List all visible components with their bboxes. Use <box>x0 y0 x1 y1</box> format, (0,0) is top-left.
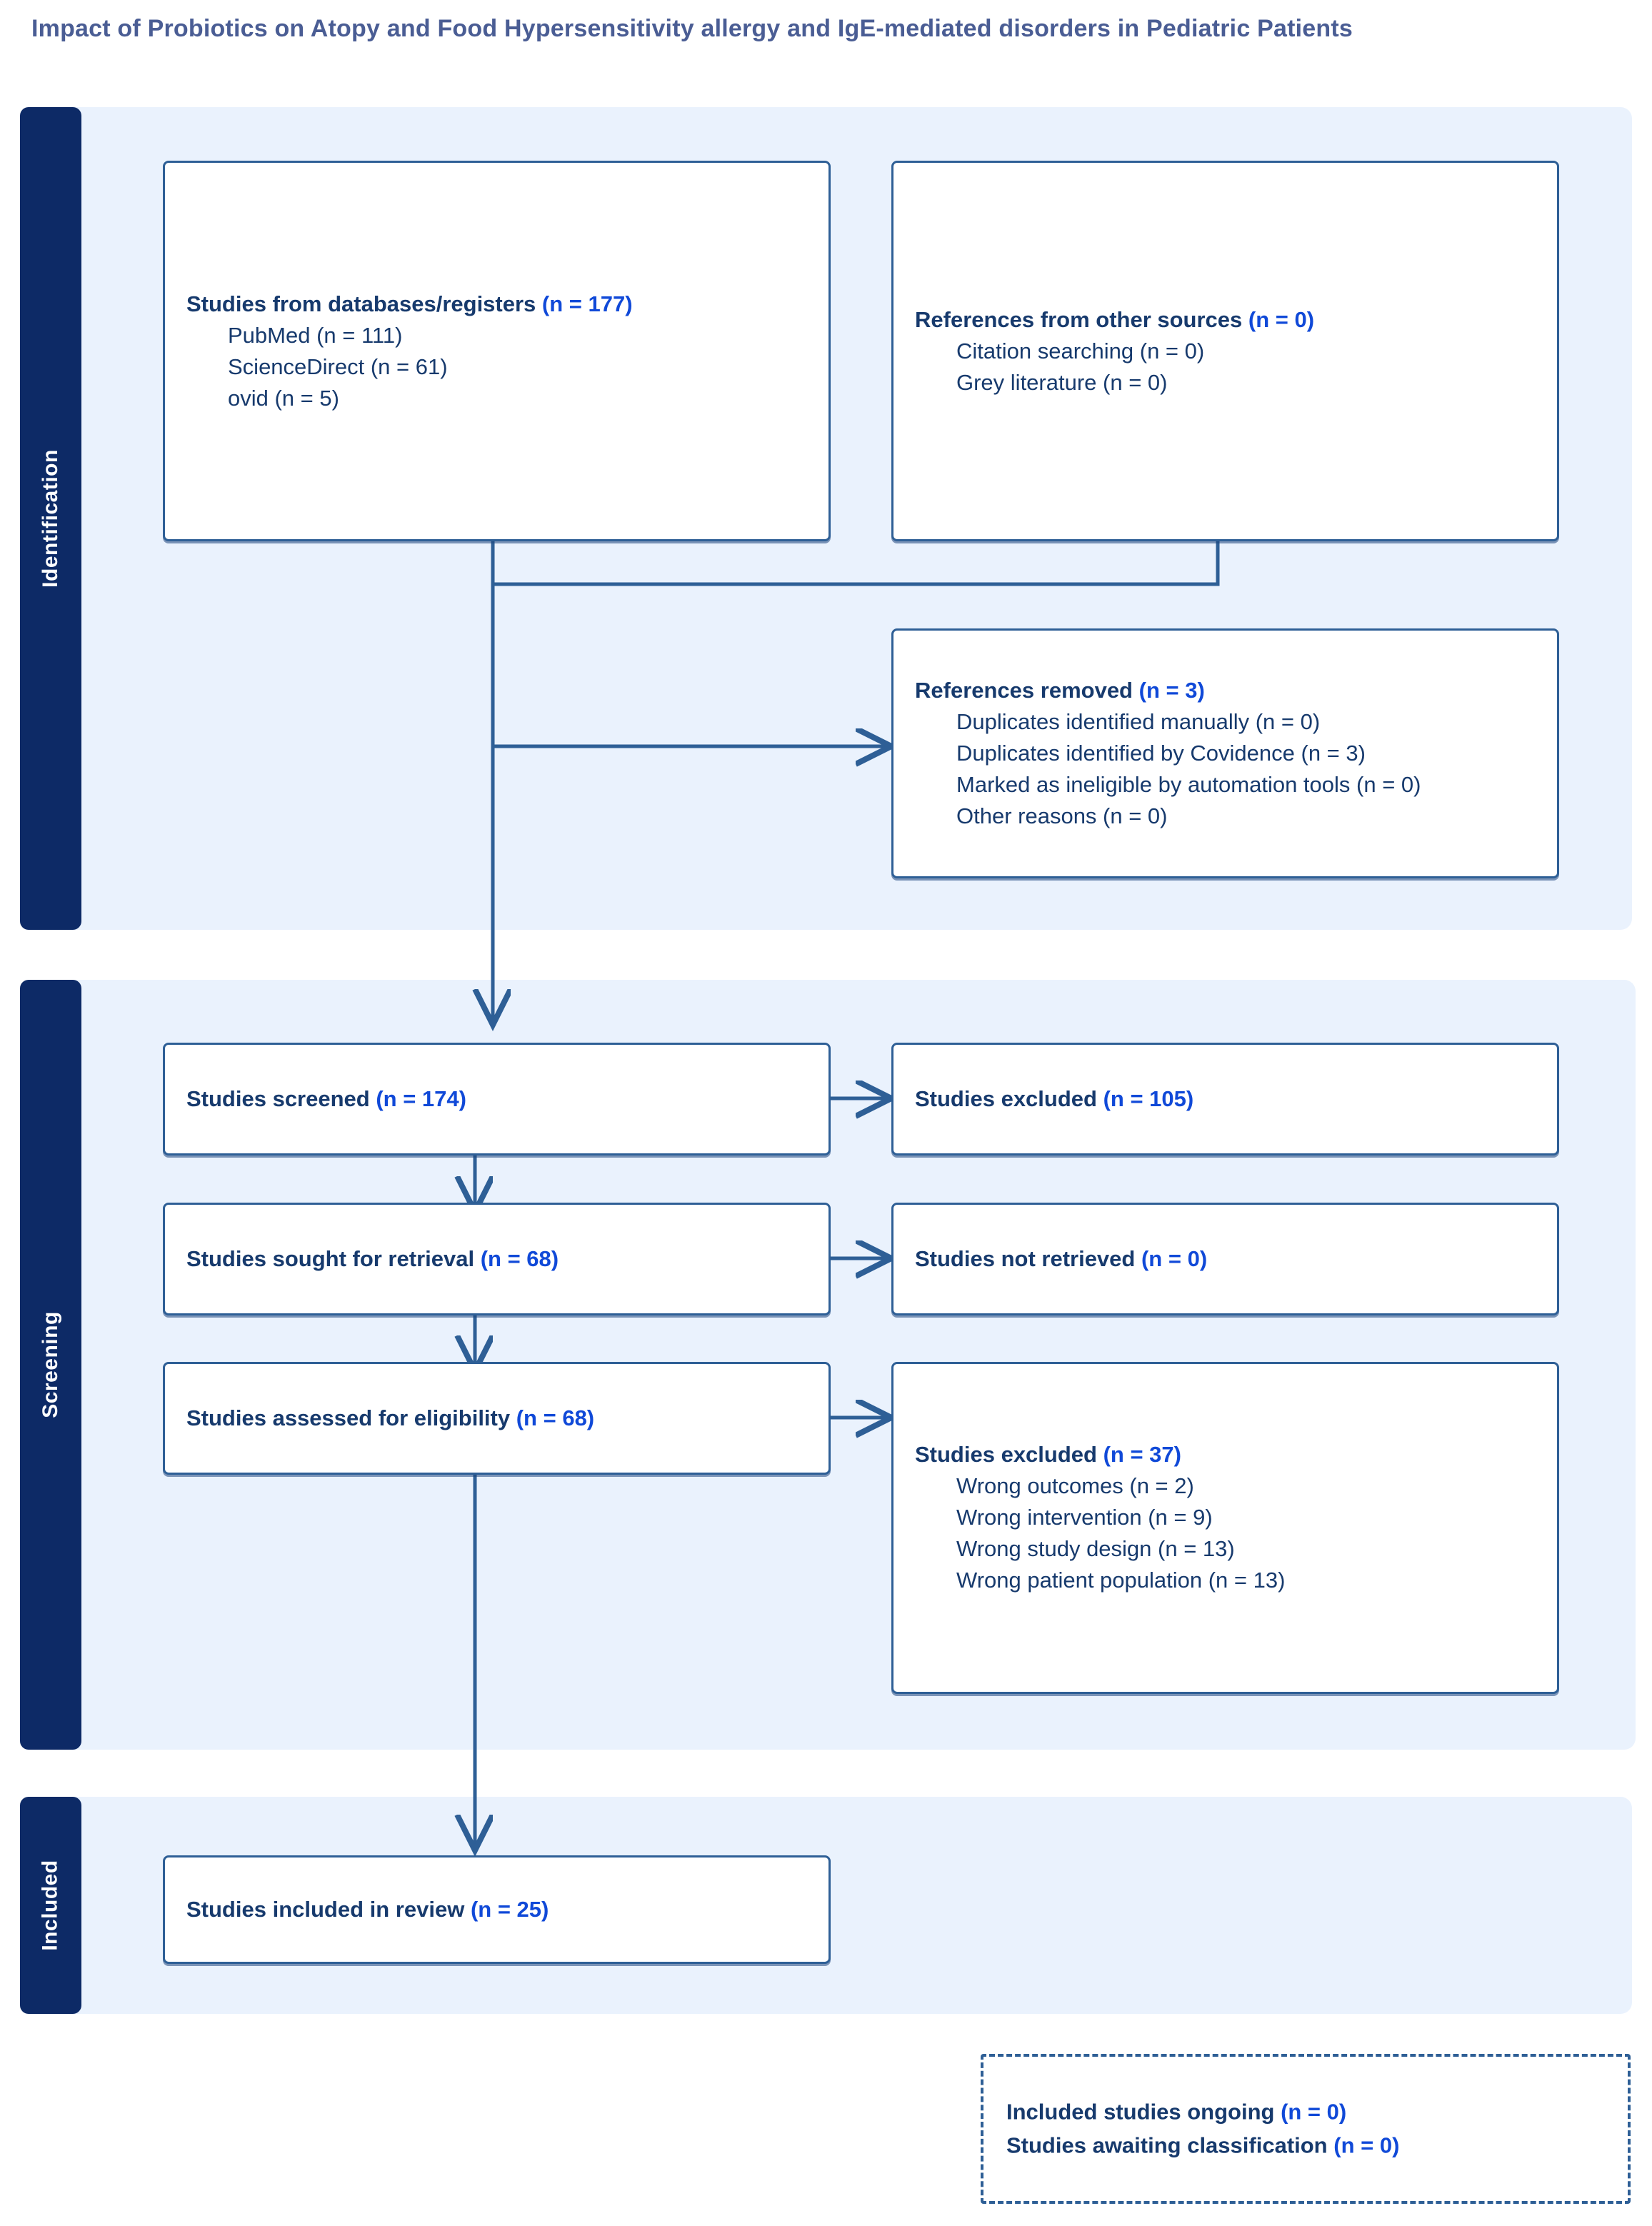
box-studies-included-review-heading: Studies included in review <box>186 1896 465 1922</box>
box-studies-excluded-eligibility[interactable]: Studies excluded (n = 37) Wrong outcomes… <box>891 1362 1559 1694</box>
box-other-sources-item-0: Citation searching (n = 0) <box>956 338 1205 364</box>
box-databases-registers-item-1: ScienceDirect (n = 61) <box>228 354 448 379</box>
box-ongoing-awaiting-content: Included studies ongoing (n = 0) Studies… <box>1006 2096 1615 2162</box>
box-databases-registers-content: Studies from databases/registers (n = 17… <box>186 288 816 413</box>
box-studies-excluded-eligibility-item-3: Wrong patient population (n = 13) <box>956 1568 1286 1593</box>
box-ongoing-awaiting[interactable]: Included studies ongoing (n = 0) Studies… <box>981 2054 1631 2204</box>
box-databases-registers[interactable]: Studies from databases/registers (n = 17… <box>163 161 831 541</box>
box-databases-registers-count: (n = 177) <box>541 291 633 316</box>
box-assessed-for-eligibility-count: (n = 68) <box>516 1405 595 1430</box>
box-studies-excluded-eligibility-item-0: Wrong outcomes (n = 2) <box>956 1473 1194 1499</box>
box-assessed-for-eligibility-heading: Studies assessed for eligibility <box>186 1405 511 1430</box>
page-title: Impact of Probiotics on Atopy and Food H… <box>31 15 1353 42</box>
box-other-sources-heading: References from other sources <box>915 306 1243 332</box>
box-studies-excluded-eligibility-heading: Studies excluded <box>915 1442 1097 1467</box>
box-ongoing-line: Included studies ongoing (n = 0) <box>1006 2096 1615 2130</box>
box-references-removed-item-0: Duplicates identified manually (n = 0) <box>956 708 1321 734</box>
stage-tab-identification-label: Identification <box>39 449 63 588</box>
box-sought-for-retrieval[interactable]: Studies sought for retrieval (n = 68) <box>163 1203 831 1315</box>
box-studies-not-retrieved-count: (n = 0) <box>1141 1245 1208 1271</box>
box-other-sources-item-1: Grey literature (n = 0) <box>956 369 1168 395</box>
box-databases-registers-item-2: ovid (n = 5) <box>228 385 339 411</box>
box-studies-excluded-eligibility-count: (n = 37) <box>1103 1442 1181 1467</box>
box-assessed-for-eligibility[interactable]: Studies assessed for eligibility (n = 68… <box>163 1362 831 1475</box>
box-studies-included-review-content: Studies included in review (n = 25) <box>186 1894 816 1925</box>
box-studies-excluded-eligibility-item-2: Wrong study design (n = 13) <box>956 1536 1235 1562</box>
box-studies-included-review[interactable]: Studies included in review (n = 25) <box>163 1855 831 1964</box>
box-sought-for-retrieval-content: Studies sought for retrieval (n = 68) <box>186 1243 816 1275</box>
stage-tab-screening-label: Screening <box>39 1311 62 1418</box>
box-sought-for-retrieval-count: (n = 68) <box>480 1245 559 1271</box>
box-databases-registers-item-0: PubMed (n = 111) <box>228 322 403 348</box>
box-ongoing-count: (n = 0) <box>1281 2099 1347 2125</box>
box-studies-screened-count: (n = 174) <box>376 1086 466 1111</box>
box-references-removed-item-2: Marked as ineligible by automation tools… <box>956 772 1421 798</box>
box-studies-included-review-count: (n = 25) <box>470 1896 549 1922</box>
stage-tab-identification: Identification <box>20 107 81 930</box>
box-studies-screened[interactable]: Studies screened (n = 174) <box>163 1043 831 1155</box>
box-studies-excluded-screening-count: (n = 105) <box>1103 1086 1194 1111</box>
stage-tab-included: Included <box>20 1797 81 2014</box>
box-ongoing-label: Included studies ongoing <box>1006 2099 1275 2125</box>
box-other-sources-count: (n = 0) <box>1248 306 1315 332</box>
box-references-removed-count: (n = 3) <box>1138 677 1205 703</box>
box-studies-not-retrieved-content: Studies not retrieved (n = 0) <box>915 1243 1544 1275</box>
box-assessed-for-eligibility-content: Studies assessed for eligibility (n = 68… <box>186 1403 816 1434</box>
box-awaiting-label: Studies awaiting classification <box>1006 2132 1328 2157</box>
box-databases-registers-heading: Studies from databases/registers <box>186 291 536 316</box>
stage-tab-screening: Screening <box>20 980 81 1750</box>
box-studies-excluded-eligibility-item-1: Wrong intervention (n = 9) <box>956 1505 1213 1530</box>
box-studies-screened-heading: Studies screened <box>186 1086 370 1111</box>
box-studies-excluded-screening[interactable]: Studies excluded (n = 105) <box>891 1043 1559 1155</box>
box-awaiting-line: Studies awaiting classification (n = 0) <box>1006 2129 1615 2162</box>
box-references-removed-content: References removed (n = 3) Duplicates id… <box>915 675 1544 832</box>
box-studies-not-retrieved[interactable]: Studies not retrieved (n = 0) <box>891 1203 1559 1315</box>
box-studies-screened-content: Studies screened (n = 174) <box>186 1083 816 1115</box>
box-references-removed[interactable]: References removed (n = 3) Duplicates id… <box>891 628 1559 878</box>
box-studies-not-retrieved-heading: Studies not retrieved <box>915 1245 1136 1271</box>
stage-tab-included-label: Included <box>39 1860 62 1951</box>
box-other-sources-content: References from other sources (n = 0) Ci… <box>915 304 1544 398</box>
box-references-removed-heading: References removed <box>915 677 1133 703</box>
box-studies-excluded-eligibility-content: Studies excluded (n = 37) Wrong outcomes… <box>915 1439 1544 1596</box>
box-references-removed-item-1: Duplicates identified by Covidence (n = … <box>956 740 1366 766</box>
box-other-sources[interactable]: References from other sources (n = 0) Ci… <box>891 161 1559 541</box>
box-studies-excluded-screening-heading: Studies excluded <box>915 1086 1097 1111</box>
box-studies-excluded-screening-content: Studies excluded (n = 105) <box>915 1083 1544 1115</box>
box-sought-for-retrieval-heading: Studies sought for retrieval <box>186 1245 475 1271</box>
box-references-removed-item-3: Other reasons (n = 0) <box>956 803 1168 829</box>
box-awaiting-count: (n = 0) <box>1333 2132 1400 2157</box>
